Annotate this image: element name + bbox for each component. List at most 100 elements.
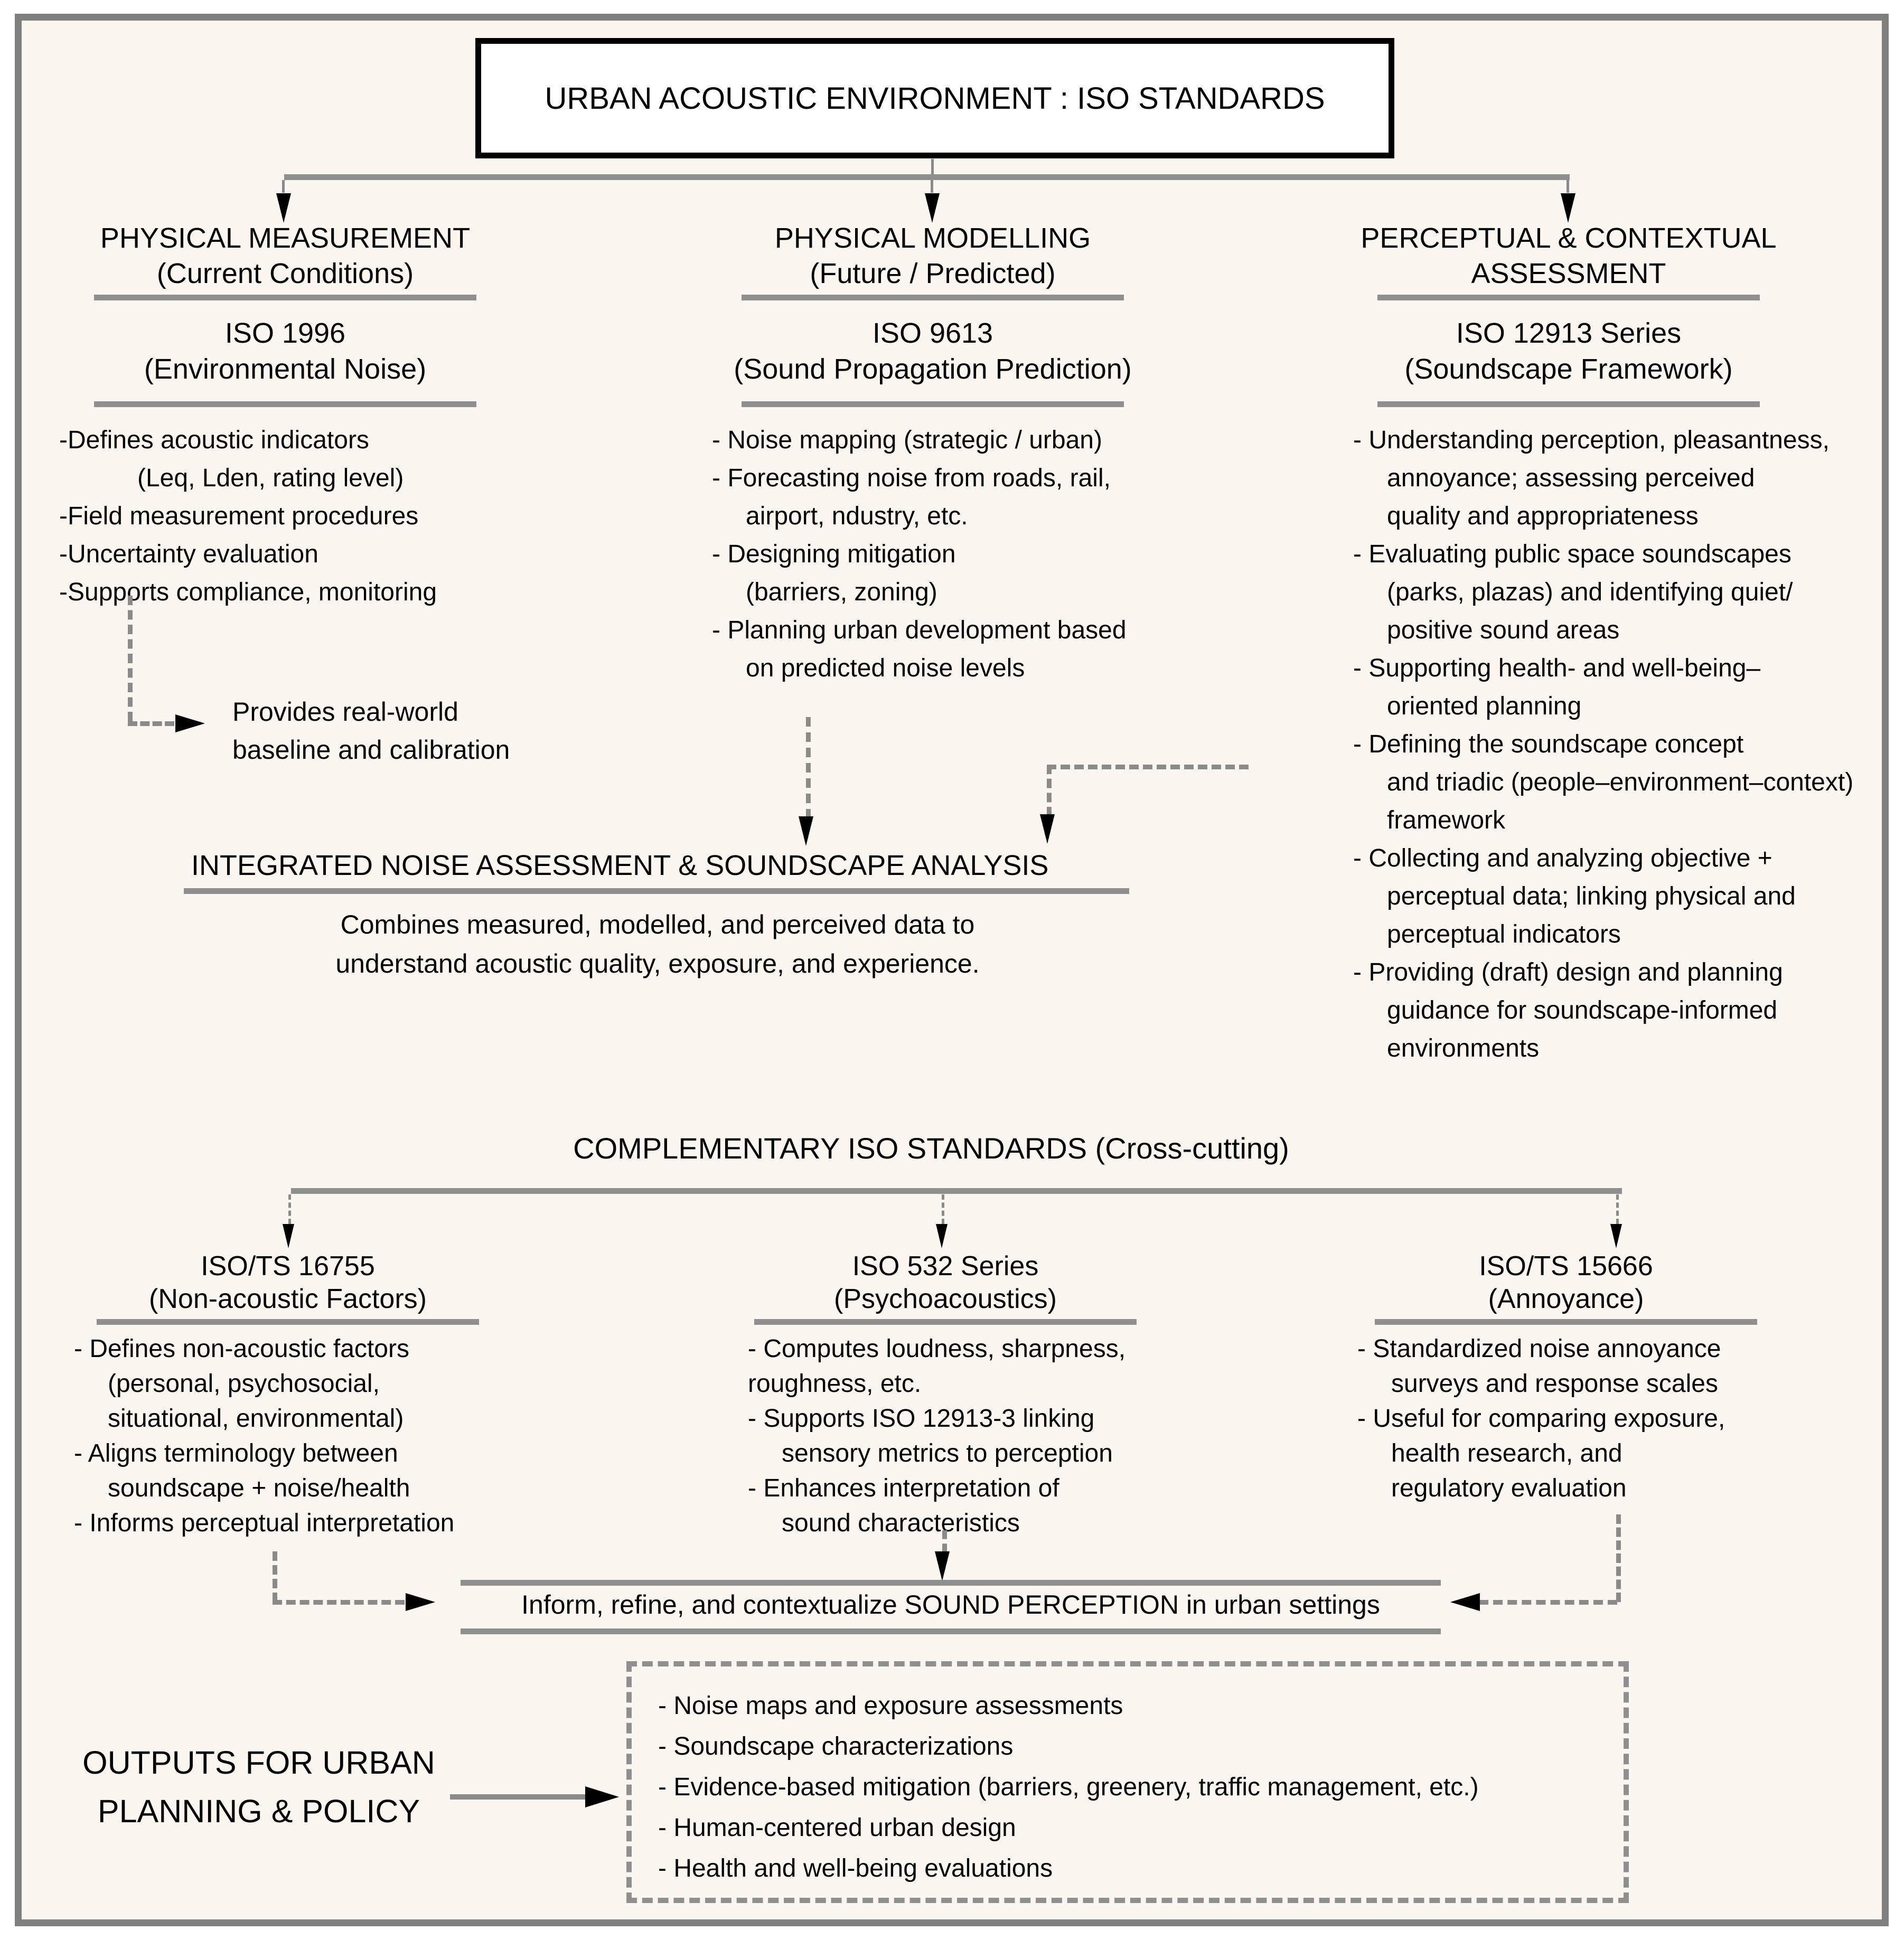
arrow-down-icon: [276, 193, 291, 223]
bullet-line: soundscape + noise/health: [108, 1474, 410, 1502]
bullet-line: and triadic (people–environment–context): [1387, 768, 1854, 796]
bullet-line: on predicted noise levels: [746, 654, 1025, 682]
title-connector-line: [931, 159, 934, 175]
bullet-line: OUTPUTS FOR URBAN: [82, 1745, 435, 1781]
standard-subtitle: (Soundscape Framework): [1404, 353, 1733, 385]
bullet-line: sound characteristics: [782, 1509, 1020, 1537]
arrow-down-icon: [1040, 814, 1055, 844]
bullet-line: - Human-centered urban design: [658, 1814, 1016, 1842]
bullet-line: -Field measurement procedures: [59, 502, 419, 530]
dashed-drop: [942, 1194, 944, 1224]
standard-name: ISO/TS 16755: [201, 1251, 375, 1282]
bullet-line: (barriers, zoning): [746, 578, 937, 606]
dashed-connector: [806, 717, 811, 818]
branch-drop-left: [282, 180, 285, 193]
dashed-connector: [1047, 765, 1249, 769]
bullet-line: - Supporting health- and well-being–: [1353, 654, 1761, 682]
arrow-left-icon: [1450, 1593, 1480, 1611]
bullet-line: - Collecting and analyzing objective +: [1353, 844, 1772, 872]
bullet-line: annoyance; assessing perceived: [1387, 464, 1755, 492]
bullet-line: - Forecasting noise from roads, rail,: [712, 464, 1111, 492]
standard-subtitle: (Non-acoustic Factors): [149, 1284, 427, 1314]
divider: [1377, 401, 1760, 407]
bullet-line: - Planning urban development based: [712, 616, 1127, 644]
bullet-line: - Informs perceptual interpretation: [74, 1509, 455, 1537]
column-heading: PHYSICAL MODELLING: [774, 222, 1091, 254]
arrow-right-icon: [585, 1786, 619, 1807]
standard-subtitle: (Environmental Noise): [144, 353, 427, 385]
bullet-line: - Aligns terminology between: [74, 1439, 398, 1467]
bullet-line: health research, and: [1391, 1439, 1622, 1467]
arrow-down-icon: [799, 816, 813, 846]
bullet-list: - Understanding perception, pleasantness…: [1353, 421, 1853, 1068]
column-subheading: ASSESSMENT: [1471, 258, 1666, 289]
bullet-line: -Defines acoustic indicators: [59, 426, 369, 454]
integrated-description: Combines measured, modelled, and perceiv…: [185, 905, 1130, 983]
dashed-connector: [942, 1530, 947, 1552]
bullet-line: perceptual data; linking physical and: [1387, 882, 1796, 910]
bullet-line: - Noise maps and exposure assessments: [658, 1692, 1123, 1720]
bullet-line: - Supports ISO 12913-3 linking: [748, 1405, 1095, 1433]
bullet-line: sensory metrics to perception: [782, 1439, 1113, 1467]
arrow-down-icon: [925, 193, 940, 223]
dashed-connector: [1616, 1514, 1621, 1602]
bullet-line: - Defines non-acoustic factors: [74, 1335, 409, 1363]
bullet-line: Provides real-world: [232, 697, 458, 727]
bullet-line: - Defining the soundscape concept: [1353, 730, 1744, 758]
arrow-down-icon: [1610, 1224, 1622, 1248]
integrated-heading: INTEGRATED NOISE ASSESSMENT & SOUNDSCAPE…: [191, 850, 1049, 881]
bullet-line: - Noise mapping (strategic / urban): [712, 426, 1102, 454]
bullet-line: - Enhances interpretation of: [748, 1474, 1059, 1502]
bullet-line: - Useful for comparing exposure,: [1357, 1405, 1725, 1433]
arrow-down-icon: [935, 1551, 950, 1581]
dashed-connector: [1479, 1600, 1617, 1605]
dashed-drop: [288, 1194, 291, 1224]
bullet-line: guidance for soundscape-informed: [1387, 996, 1778, 1024]
divider: [94, 401, 476, 407]
bullet-line: roughness, etc.: [748, 1370, 922, 1398]
bullet-line: Combines measured, modelled, and perceiv…: [340, 910, 975, 939]
bullet-line: - Designing mitigation: [712, 540, 956, 568]
branch-drop-center: [931, 180, 933, 193]
bullet-line: airport, ndustry, etc.: [746, 502, 968, 530]
divider: [742, 401, 1124, 407]
bullet-line: - Understanding perception, pleasantness…: [1353, 426, 1830, 454]
bullet-line: (Leq, Lden, rating level): [137, 464, 404, 492]
column-heading: PERCEPTUAL & CONTEXTUAL: [1361, 222, 1777, 254]
bullet-line: - Providing (draft) design and planning: [1353, 958, 1783, 986]
divider: [742, 295, 1124, 300]
bullet-line: - Health and well-being evaluations: [658, 1854, 1053, 1882]
bullet-line: environments: [1387, 1034, 1540, 1062]
dashed-connector: [128, 596, 133, 721]
bullet-line: surveys and response scales: [1391, 1370, 1718, 1398]
outputs-list: - Noise maps and exposure assessments- S…: [658, 1685, 1479, 1889]
bullet-line: baseline and calibration: [232, 735, 510, 765]
dashed-connector: [1047, 765, 1052, 816]
bullet-line: - Standardized noise annoyance: [1357, 1335, 1721, 1363]
standard-name: ISO 9613: [872, 317, 993, 349]
bullet-line: - Computes loudness, sharpness,: [748, 1335, 1126, 1363]
outputs-box: [626, 1661, 1629, 1903]
standard-subtitle: (Psychoacoustics): [834, 1284, 1057, 1314]
standard-name: ISO 1996: [224, 317, 346, 349]
column-subheading: (Current Conditions): [156, 258, 414, 289]
arrow-right-icon: [175, 714, 205, 732]
bullet-list: - Defines non-acoustic factors(personal,…: [74, 1332, 454, 1541]
branch-drop-right: [1567, 180, 1569, 193]
dashed-drop: [1616, 1194, 1619, 1224]
bullet-line: perceptual indicators: [1387, 920, 1621, 948]
standard-name: ISO 12913 Series: [1456, 317, 1682, 349]
bullet-line: (parks, plazas) and identifying quiet/: [1387, 578, 1793, 606]
branch-bar: [284, 174, 1570, 180]
bullet-list: - Noise mapping (strategic / urban) - For…: [712, 421, 1127, 688]
complementary-heading: COMPLEMENTARY ISO STANDARDS (Cross-cutti…: [573, 1132, 1289, 1165]
perception-bar-top-line: [461, 1580, 1441, 1586]
bullet-line: -Uncertainty evaluation: [59, 540, 318, 568]
diagram-title: URBAN ACOUSTIC ENVIRONMENT : ISO STANDAR…: [545, 81, 1325, 116]
dashed-connector: [273, 1551, 277, 1602]
dashed-connector: [273, 1600, 405, 1605]
perception-bar-text: Inform, refine, and contextualize SOUND …: [521, 1590, 1380, 1619]
column-subheading: (Future / Predicted): [810, 258, 1056, 289]
bullet-line: regulatory evaluation: [1391, 1474, 1627, 1502]
